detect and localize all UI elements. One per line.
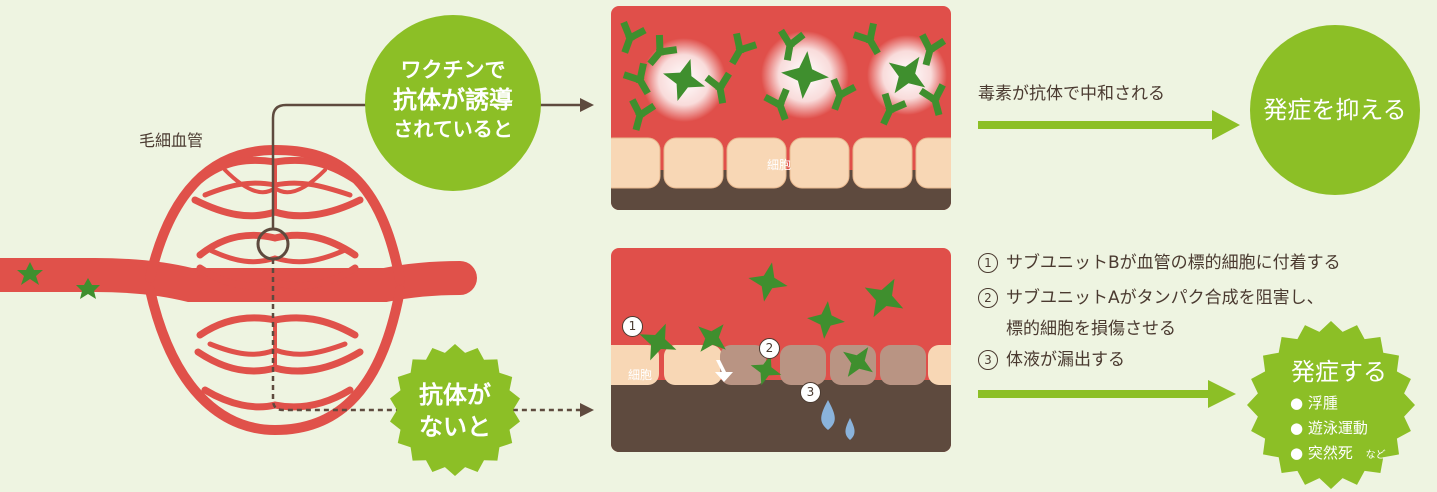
antibody xyxy=(620,20,647,54)
symptom-2: ● 遊泳運動 xyxy=(1290,417,1368,438)
antibody xyxy=(629,98,657,131)
bottom-bubble-line2: ないと xyxy=(419,412,491,441)
panel-marker-3: 3 xyxy=(800,382,821,403)
fluid-drop-2 xyxy=(845,418,855,440)
cell xyxy=(928,345,951,385)
step-1: 1 サブユニットBが血管の標的細胞に付着する xyxy=(978,248,1341,273)
connector-top xyxy=(271,103,580,229)
step-3-number: 3 xyxy=(978,350,998,370)
panel-marker-1: 1 xyxy=(622,316,643,337)
top-bubble-line1: ワクチンで xyxy=(400,58,506,82)
antibody xyxy=(918,83,946,116)
arrow-top-head xyxy=(580,98,594,112)
antibody xyxy=(704,71,732,104)
toxin xyxy=(843,347,873,377)
antibody xyxy=(778,28,806,61)
bottom-outcome-title: 発症する xyxy=(1291,358,1387,386)
cell xyxy=(720,345,766,385)
bottom-bubble xyxy=(390,344,520,476)
bottom-outcome-bubble xyxy=(1247,321,1415,489)
toxin xyxy=(781,51,829,99)
toxin xyxy=(663,59,705,101)
bottom-panel xyxy=(611,248,951,452)
symptom-1-text: 浮腫 xyxy=(1307,394,1338,412)
bottom-bubble-line1: 抗体が xyxy=(419,381,491,409)
step-2-text: サブユニットAがタンパク合成を阻害し、 xyxy=(1006,288,1324,308)
capillary-network xyxy=(0,144,477,436)
symptom-2-text: 遊泳運動 xyxy=(1307,419,1368,437)
white-arrow xyxy=(715,360,733,382)
antibody xyxy=(919,33,947,66)
symptom-3-text: 突然死 xyxy=(1307,444,1353,462)
bullet-icon: ● xyxy=(1290,444,1304,462)
bullet-icon: ● xyxy=(1290,419,1304,437)
toxin xyxy=(807,301,845,339)
bottom-bubble-text: 抗体が ないと xyxy=(400,380,510,443)
antibody xyxy=(852,22,881,56)
top-cell-label: 細胞 xyxy=(767,158,792,172)
bullet-icon: ● xyxy=(1290,394,1304,412)
top-bubble-text: ワクチンで 抗体が誘導 されていると xyxy=(373,57,533,143)
connector-bottom xyxy=(271,259,580,412)
symptom-suffix: など xyxy=(1365,450,1386,461)
toxin xyxy=(639,323,677,361)
magnifier-circle xyxy=(256,227,290,261)
cell xyxy=(611,345,659,385)
step-1-text: サブユニットBが血管の標的細胞に付着する xyxy=(1006,253,1341,273)
antibody xyxy=(622,62,651,96)
toxin xyxy=(888,56,926,94)
cell xyxy=(726,137,787,189)
symptom-1: ● 浮腫 xyxy=(1290,392,1338,413)
symptom-3: ● 突然死 など xyxy=(1290,442,1386,463)
cell xyxy=(663,137,724,189)
step-3-text: 体液が漏出する xyxy=(1006,350,1125,370)
antibody xyxy=(880,92,907,126)
step-2: 2 サブユニットAがタンパク合成を阻害し、 xyxy=(978,283,1324,308)
step-2-line2: 標的細胞を損傷させる xyxy=(1006,319,1176,339)
antibody xyxy=(830,77,857,111)
top-outcome-bubble xyxy=(1250,25,1420,195)
top-bubble xyxy=(365,15,541,191)
cell xyxy=(664,345,722,385)
green-arrow-top xyxy=(978,110,1240,140)
toxin xyxy=(864,278,904,318)
toxin xyxy=(748,262,788,302)
cell xyxy=(789,137,850,189)
toxin xyxy=(750,354,782,386)
step-1-number: 1 xyxy=(978,253,998,273)
fluid-drop-1 xyxy=(821,400,835,430)
antibody xyxy=(729,32,758,66)
antibody xyxy=(647,34,678,67)
antibody xyxy=(763,87,790,121)
top-outcome-text: 発症を抑える xyxy=(1263,96,1407,124)
green-arrow-bottom xyxy=(978,380,1236,408)
panel-marker-2: 2 xyxy=(759,338,780,359)
cell xyxy=(611,137,661,189)
top-bubble-line3: されていると xyxy=(393,117,513,142)
cell xyxy=(780,345,826,385)
capillary-label: 毛細血管 xyxy=(139,131,204,150)
arrow-bottom-head xyxy=(580,403,594,417)
toxin xyxy=(698,324,726,352)
cell xyxy=(880,345,926,385)
top-result-text: 毒素が抗体で中和される xyxy=(978,84,1165,104)
top-bubble-line2: 抗体が誘導 xyxy=(393,85,513,114)
cell xyxy=(852,137,913,189)
bottom-cell-label: 細胞 xyxy=(628,368,653,382)
vessel-toxins xyxy=(17,262,100,299)
step-3: 3 体液が漏出する xyxy=(978,345,1125,370)
cell xyxy=(915,137,951,189)
step-2-number: 2 xyxy=(978,288,998,308)
top-panel xyxy=(611,6,951,210)
